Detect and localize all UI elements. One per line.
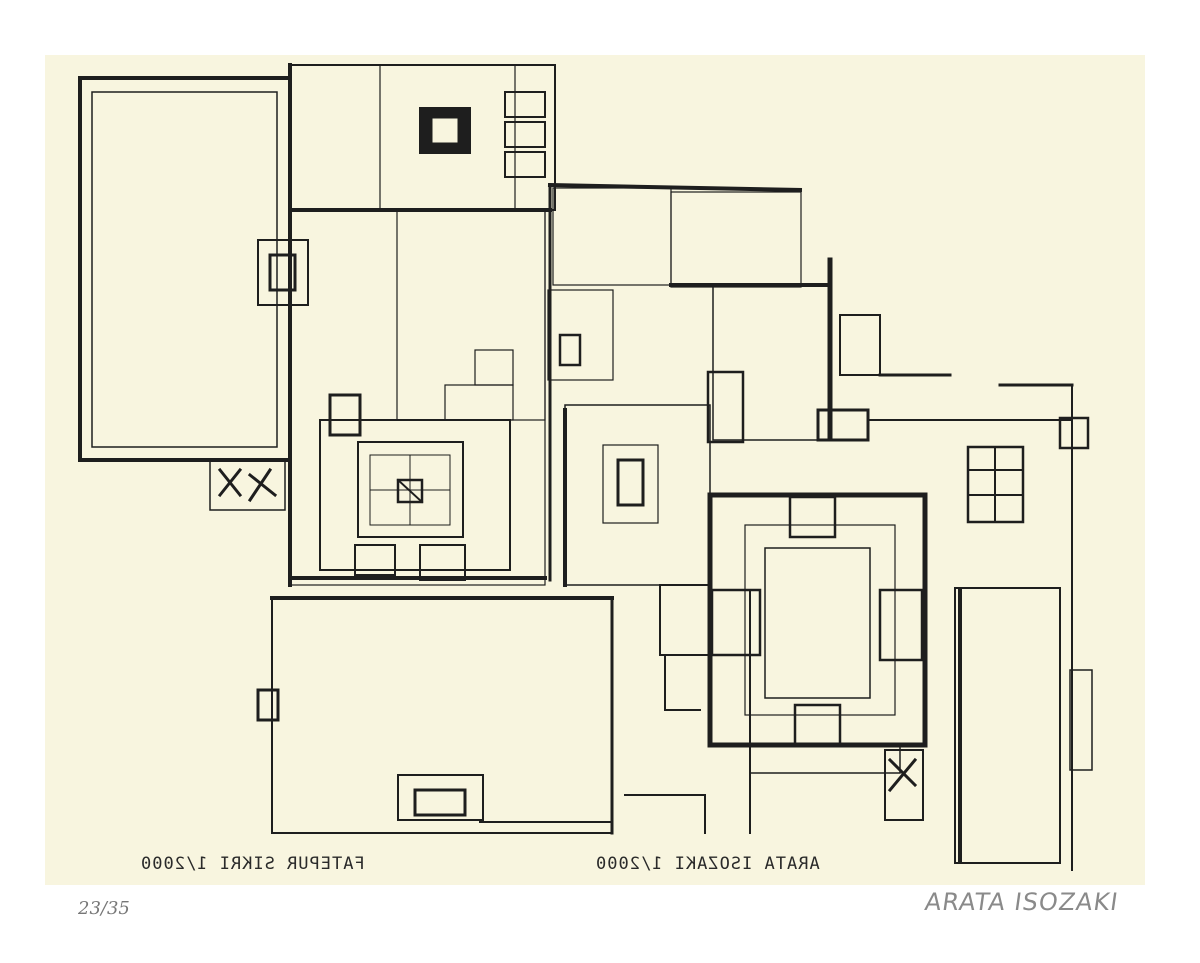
edition-number: 23/35 [78, 898, 130, 919]
fatepur-sikri-caption: FATEPUR SIKRI 1/2000 [140, 854, 365, 874]
lower-paths [479, 589, 751, 834]
isozaki-plan [547, 182, 1090, 871]
isozaki-caption: ARATA ISOZAKI 1/2000 [595, 854, 820, 874]
fatepur-sikri-plan [209, 63, 556, 587]
artist-signature: ARATA ISOZAKI [923, 888, 1121, 916]
central-courtyard [659, 492, 928, 821]
lower-court [256, 596, 614, 835]
right-pool [954, 587, 1093, 864]
